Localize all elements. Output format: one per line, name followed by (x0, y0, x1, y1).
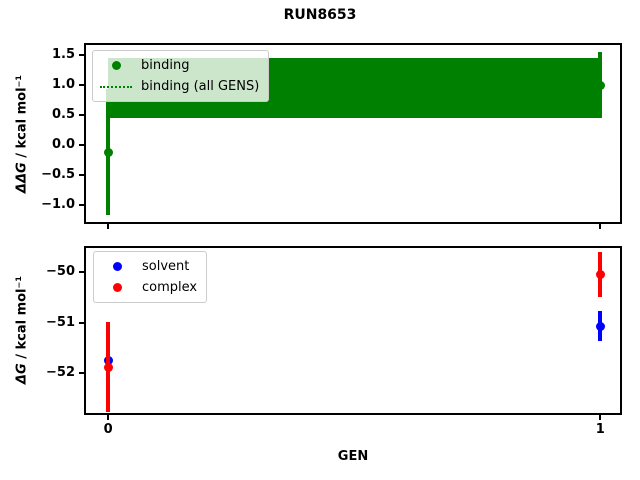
solvent-marker-icon (112, 262, 122, 271)
binding-all-GENS--line-icon (100, 85, 132, 88)
legend-item-binding-all-GENS-: binding (all GENS) (99, 76, 259, 97)
y-tick-label: −0.5 (41, 167, 75, 183)
y-tick (79, 114, 84, 117)
axes-delta-g: solvent complex (84, 246, 622, 415)
legend-label: binding (all GENS) (141, 79, 260, 94)
y-tick (79, 204, 84, 207)
y-tick (79, 144, 84, 147)
point-complex-gen1 (595, 270, 605, 280)
legend-sample (99, 61, 133, 70)
legend-sample (100, 262, 134, 271)
legend: binding binding (all GENS) (92, 50, 270, 102)
y-tick (79, 321, 84, 324)
legend-sample (100, 283, 134, 292)
complex-marker-icon (112, 283, 122, 292)
legend-sample (99, 85, 133, 88)
y-tick (79, 54, 84, 57)
legend-item-binding: binding (99, 55, 259, 76)
legend: solvent complex (93, 251, 208, 303)
y-tick-label: −1.0 (41, 197, 75, 213)
x-axis-label: GEN (337, 449, 369, 464)
y-tick-label: 0.0 (51, 137, 75, 153)
legend-label: binding (141, 58, 190, 73)
point-solvent-gen1 (595, 321, 605, 331)
chart-title: RUN8653 (283, 7, 357, 23)
y-tick-label: −50 (46, 264, 75, 280)
y-tick (79, 372, 84, 375)
legend-item-solvent: solvent (100, 256, 197, 277)
x-tick (107, 415, 110, 420)
y-tick-label: −51 (46, 314, 75, 330)
x-tick (107, 224, 110, 229)
axes-delta-delta-g: binding binding (all GENS) (84, 43, 622, 224)
x-tick (599, 224, 602, 229)
legend-label: solvent (142, 259, 190, 274)
y-tick-label: 1.0 (51, 77, 75, 93)
point-binding-gen0 (103, 147, 113, 157)
y-tick (79, 271, 84, 274)
x-tick (599, 415, 602, 420)
y-tick-label: −52 (46, 365, 75, 381)
y-tick-label: 1.5 (51, 47, 75, 63)
x-tick-label: 1 (595, 422, 605, 437)
legend-label: complex (142, 280, 198, 295)
y-tick (79, 174, 84, 177)
y-tick-label: 0.5 (51, 107, 75, 123)
point-complex-gen0 (103, 362, 113, 372)
point-binding-gen1 (595, 80, 605, 90)
binding-marker-icon (111, 61, 121, 70)
legend-item-complex: complex (100, 277, 197, 298)
y-tick (79, 84, 84, 87)
x-tick-label: 0 (103, 422, 113, 437)
